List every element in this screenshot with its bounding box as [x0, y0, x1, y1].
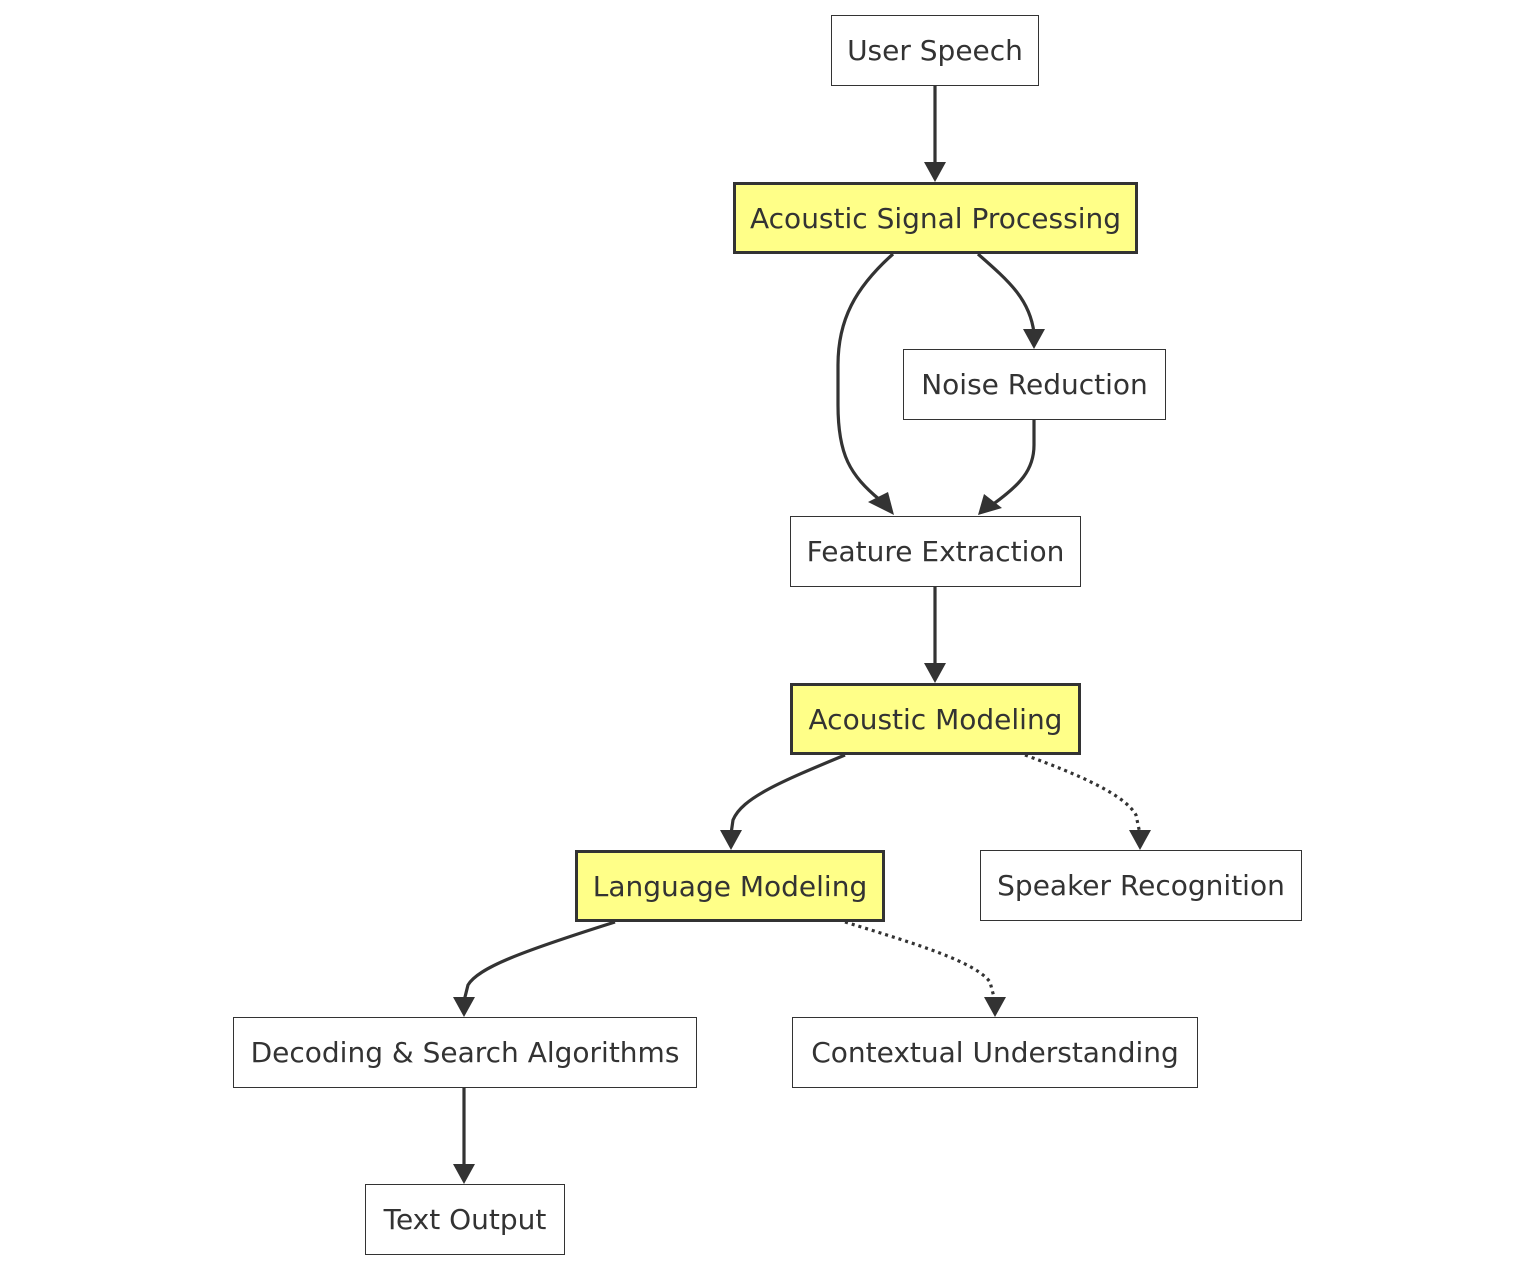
arrowhead-language-modeling	[720, 830, 742, 850]
arrowhead-speaker-recognition	[1129, 830, 1151, 850]
node-acoustic-modeling: Acoustic Modeling	[790, 683, 1081, 755]
arrowhead-feature-extraction-right	[978, 494, 1002, 515]
edge-language-modeling-to-contextual-understanding	[844, 920, 997, 1002]
node-label: Acoustic Signal Processing	[750, 201, 1121, 235]
node-label: Feature Extraction	[806, 535, 1065, 568]
edge-noise-reduction-to-feature-extraction	[991, 420, 1036, 507]
arrowhead-acoustic-modeling	[924, 663, 946, 683]
arrowhead-acoustic-signal-processing	[924, 162, 946, 182]
node-acoustic-signal-processing: Acoustic Signal Processing	[733, 182, 1138, 254]
edge-acoustic-modeling-to-language-modeling	[729, 753, 846, 835]
arrowhead-feature-extraction-left	[868, 492, 894, 515]
node-decoding-search: Decoding & Search Algorithms	[233, 1017, 697, 1088]
edge-acoustic-signal-processing-to-feature-extraction	[836, 252, 895, 502]
node-label: Acoustic Modeling	[808, 702, 1063, 736]
node-text-output: Text Output	[365, 1184, 565, 1255]
edge-acoustic-signal-processing-to-noise-reduction	[976, 252, 1036, 334]
node-label: Language Modeling	[592, 869, 868, 903]
arrowhead-contextual-understanding	[984, 997, 1006, 1017]
node-noise-reduction: Noise Reduction	[903, 349, 1166, 420]
edge-acoustic-modeling-to-speaker-recognition	[1024, 753, 1142, 835]
node-speaker-recognition: Speaker Recognition	[980, 850, 1302, 921]
node-label: User Speech	[847, 34, 1023, 67]
arrowhead-noise-reduction	[1023, 329, 1045, 349]
node-label: Noise Reduction	[921, 368, 1148, 401]
edge-language-modeling-to-decoding-search	[462, 920, 616, 1002]
node-label: Contextual Understanding	[811, 1036, 1179, 1069]
arrowhead-decoding-search	[453, 997, 475, 1017]
node-user-speech: User Speech	[831, 15, 1039, 86]
node-label: Text Output	[383, 1203, 547, 1236]
node-contextual-understanding: Contextual Understanding	[792, 1017, 1198, 1088]
node-label: Decoding & Search Algorithms	[250, 1036, 680, 1069]
node-label: Speaker Recognition	[997, 869, 1285, 902]
node-feature-extraction: Feature Extraction	[790, 516, 1081, 587]
node-language-modeling: Language Modeling	[575, 850, 885, 922]
arrowhead-text-output	[453, 1164, 475, 1184]
